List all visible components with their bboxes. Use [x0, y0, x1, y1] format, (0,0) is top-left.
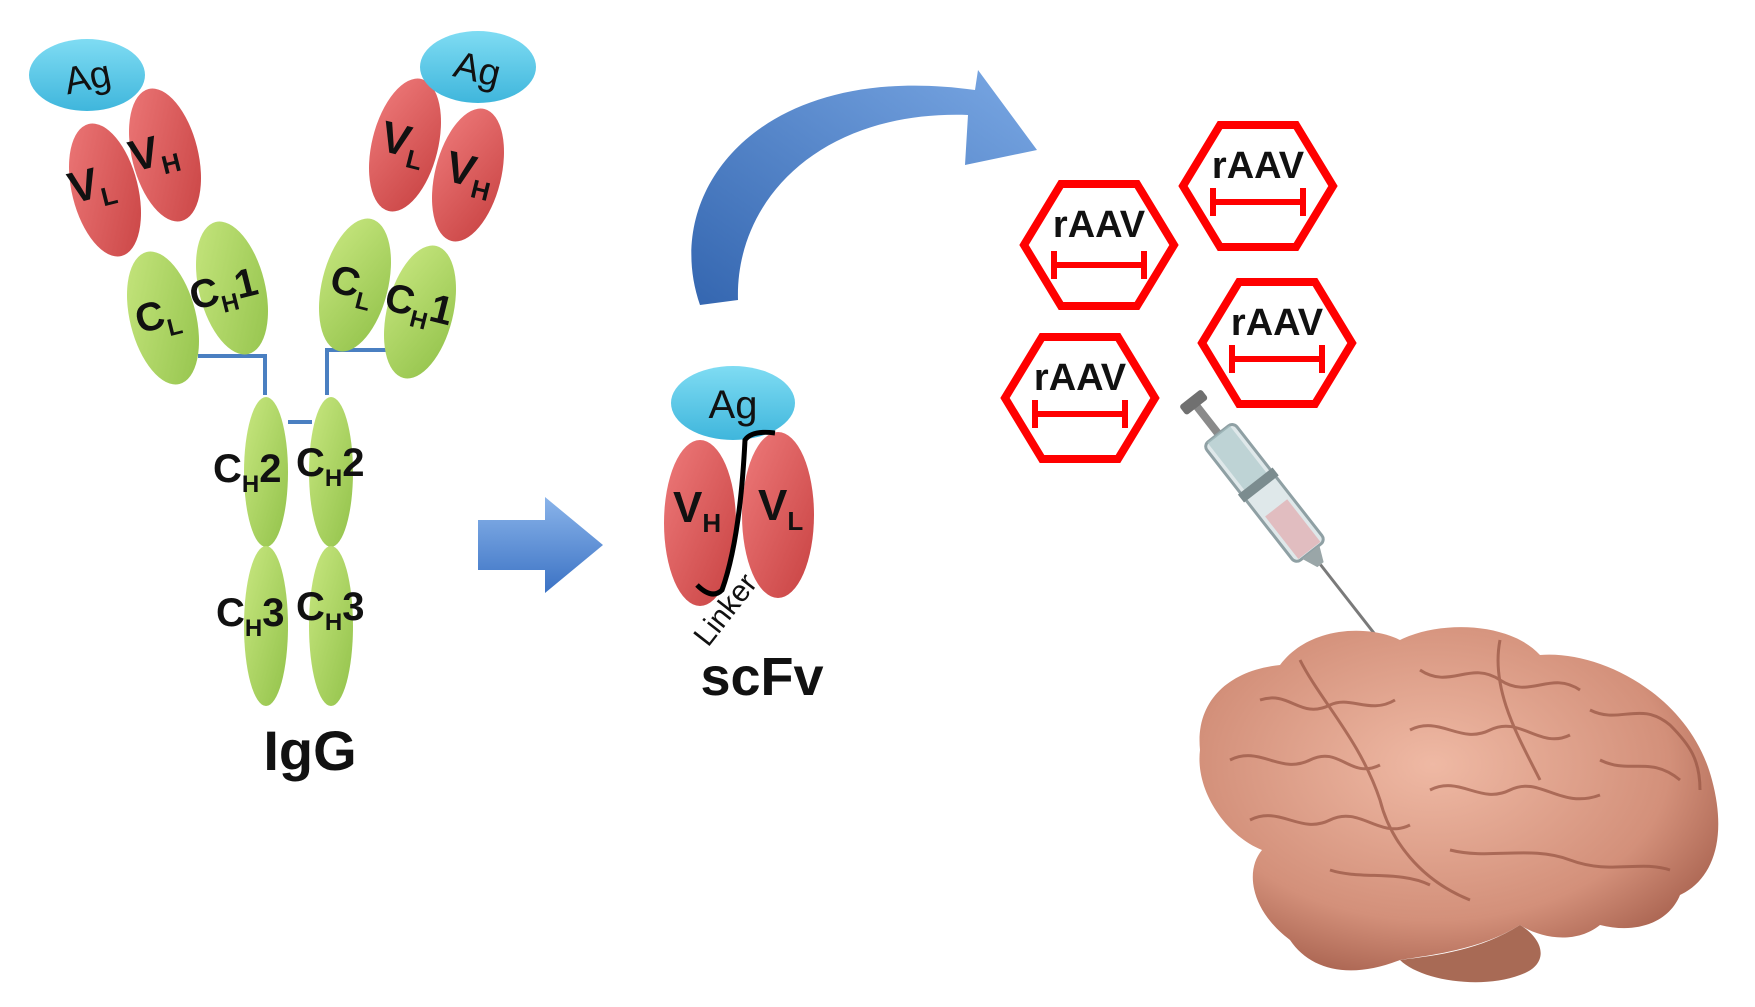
ch2-right-label: CH2: [296, 441, 364, 492]
left-vl-domain: [69, 123, 141, 257]
left-cl-domain: [127, 251, 199, 385]
left-ag-label: Ag: [61, 53, 115, 104]
left-ch1-domain: [196, 221, 268, 355]
brain-icon: [1199, 627, 1719, 983]
raav-label: rAAV: [1231, 302, 1324, 344]
scfv-vh-label: VH: [673, 483, 721, 538]
ch2-right-domain: [309, 397, 353, 547]
ch3-right-domain: [309, 546, 353, 706]
right-ch1-domain: [384, 245, 456, 379]
left-antigen: [29, 39, 145, 111]
scfv-vh-domain: [664, 440, 736, 606]
raav-label: rAAV: [1212, 145, 1305, 187]
syringe-icon: [1180, 390, 1399, 664]
igg-antibody: Ag VL VH CL CH1 Ag VL VH CL CH1 CH2 CH2: [29, 31, 536, 782]
ch2-left-domain: [244, 397, 288, 547]
right-arrow-icon: [478, 497, 603, 593]
left-vh-domain: [129, 88, 201, 222]
scfv-ag-label: Ag: [709, 383, 758, 427]
right-vh-domain: [432, 108, 504, 242]
scfv-linker-line: [695, 429, 776, 597]
right-antigen: [420, 31, 536, 103]
raav-particles: rAAV rAAV rAAV rAAV: [1000, 121, 1357, 463]
ch3-right-label: CH3: [296, 585, 364, 636]
left-vh-label: VH: [124, 122, 184, 187]
right-cl-domain: [319, 218, 391, 352]
igg-title: IgG: [263, 719, 356, 782]
raav-particle: rAAV: [1019, 180, 1179, 310]
curved-arrow-icon: [691, 70, 1037, 305]
raav-label: rAAV: [1034, 357, 1127, 399]
scfv-fragment: Ag VH VL Linker scFv: [664, 366, 824, 707]
scfv-vl-label: VL: [758, 481, 803, 536]
ch3-left-domain: [244, 546, 288, 706]
right-ch1-label: CH1: [379, 275, 458, 341]
ch3-left-label: CH3: [216, 591, 284, 642]
disulfide-bonds: [198, 348, 390, 424]
raav-label: rAAV: [1053, 204, 1146, 246]
raav-particle: rAAV: [1178, 121, 1338, 251]
ch2-left-label: CH2: [213, 447, 281, 498]
right-vh-label: VH: [439, 142, 499, 207]
scfv-antigen: [671, 366, 795, 440]
raav-particle: rAAV: [1000, 333, 1160, 463]
igg-stem: CH2 CH2 CH3 CH3: [213, 397, 364, 706]
igg-left-arm: Ag VL VH CL CH1: [29, 39, 268, 385]
scfv-title: scFv: [700, 647, 823, 707]
raav-particle: rAAV: [1197, 278, 1357, 408]
right-vl-domain: [369, 78, 441, 212]
scfv-vl-domain: [742, 432, 814, 598]
igg-right-arm: Ag VL VH CL CH1: [319, 31, 536, 379]
